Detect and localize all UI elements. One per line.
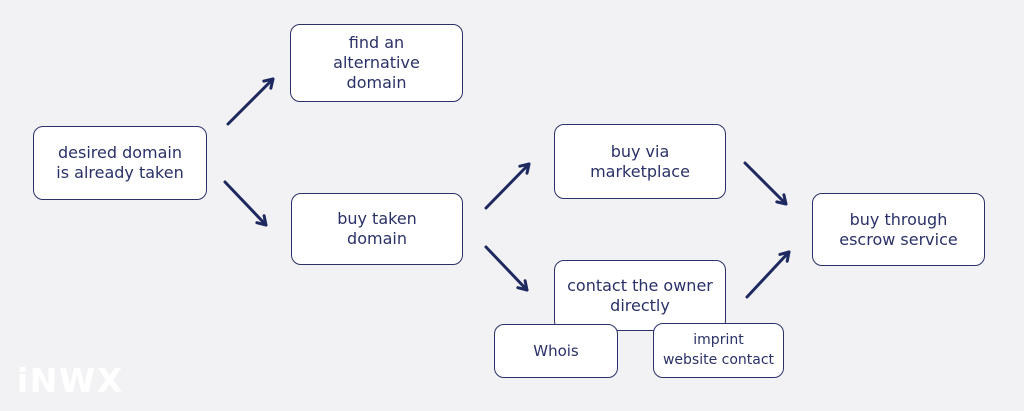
node-whois: Whois [494, 324, 618, 378]
arrow-desired-to-find-alternative [226, 77, 275, 126]
node-imprint-website-contact: imprint website contact [653, 323, 784, 378]
inwx-logo: iNWX [17, 361, 124, 400]
arrow-buy-taken-to-marketplace [484, 162, 531, 210]
node-buy-through-escrow: buy through escrow service [812, 193, 985, 266]
arrow-desired-to-buy-taken [223, 180, 268, 227]
arrow-buy-taken-to-contact-owner [484, 245, 529, 292]
node-buy-via-marketplace: buy via marketplace [554, 124, 726, 199]
arrow-contact-owner-to-escrow [745, 250, 791, 299]
node-contact-owner-directly: contact the owner directly [554, 260, 726, 331]
arrow-marketplace-to-escrow [743, 161, 788, 206]
node-buy-taken-domain: buy taken domain [291, 193, 463, 265]
node-desired-domain-taken: desired domain is already taken [33, 126, 207, 200]
node-find-alternative-domain: find an alternative domain [290, 24, 463, 102]
